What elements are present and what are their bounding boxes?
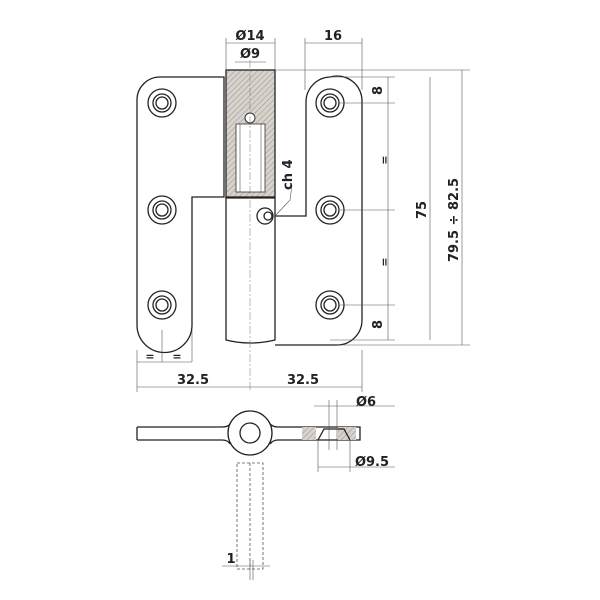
dim-pin-outer: Ø14 — [235, 29, 264, 44]
pin-bore — [235, 123, 266, 193]
dim-pin-inner: Ø9 — [240, 47, 260, 62]
mounting-holes — [147, 88, 345, 320]
dim-hex-key: ch 4 — [281, 159, 296, 190]
dim-left-equal-b: = — [172, 350, 181, 363]
dim-height-range: 79.5 ÷ 82.5 — [447, 178, 462, 262]
dim-hole-diameter: Ø6 — [356, 395, 376, 410]
dim-leaf-width: 16 — [324, 29, 342, 44]
dim-left-equal-a: = — [145, 350, 154, 363]
dim-hole-span: 75 — [415, 201, 430, 219]
dim-top-margin: 8 — [371, 86, 386, 95]
dim-equal-top: = — [378, 155, 391, 164]
top-view — [136, 400, 395, 580]
dim-countersink: Ø9.5 — [355, 455, 389, 470]
dim-left-width: 32.5 — [177, 373, 209, 388]
lower-barrel — [225, 197, 276, 344]
left-leaf — [136, 76, 225, 354]
hex-screw — [256, 207, 274, 225]
dim-gap: 1 — [226, 552, 235, 567]
dim-bottom-margin: 8 — [371, 320, 386, 329]
dim-equal-bottom: = — [378, 257, 391, 266]
dim-right-width: 32.5 — [287, 373, 319, 388]
right-leaf — [275, 75, 363, 346]
